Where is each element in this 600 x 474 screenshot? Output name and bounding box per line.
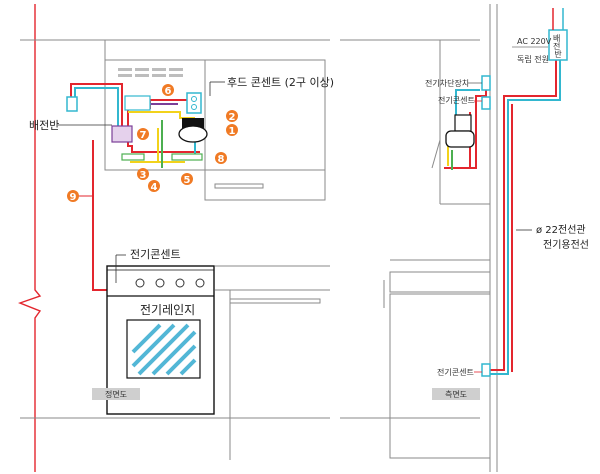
front-junction-box [111, 125, 133, 143]
hood-body [178, 125, 208, 143]
side-outlet-bottom-box [481, 363, 491, 377]
hood-outlet-socket-1 [191, 96, 197, 102]
side-hood-slant [431, 139, 441, 169]
outlet-bottom-label: 전기콘센트 [437, 367, 474, 377]
side-panel-box [548, 29, 568, 61]
breaker-label: 전기차단장치 [425, 78, 469, 88]
range-knob-2 [155, 278, 165, 288]
marker-7-text: 7 [140, 130, 147, 141]
marker-3-text: 3 [140, 170, 147, 181]
hood-outlet-label: 후드 콘센트 (2구 이상) [227, 76, 334, 89]
front-panel-label: 배전반 [29, 119, 59, 132]
side-caption: 측면도 [445, 389, 467, 399]
cabinet-handle [214, 183, 264, 189]
wall-break-line [18, 4, 42, 472]
hood-outlet-box [186, 92, 202, 114]
conduit-label: ø 22전선관 [536, 224, 586, 236]
marker-2-text: 2 [229, 112, 236, 123]
range-knob-3 [175, 278, 185, 288]
marker-1-text: 1 [229, 126, 236, 137]
marker-5-text: 5 [184, 175, 191, 186]
front-panel-box [66, 96, 78, 112]
range-label: 전기레인지 [140, 303, 195, 317]
range-knob-4 [195, 278, 205, 288]
side-panel-label: 배 전 반 [553, 34, 563, 59]
marker-9-text: 9 [70, 192, 77, 203]
marker-8: 8 [215, 152, 227, 165]
side-panel-char-3: 반 [554, 50, 562, 59]
side-outlet-top-box [481, 96, 491, 110]
range-outlet-label: 전기콘센트 [130, 248, 181, 261]
side-hood-body [445, 130, 475, 148]
marker-4-text: 4 [151, 182, 158, 193]
ac-label: AC 220V [517, 37, 552, 46]
side-hood-module [454, 114, 472, 132]
hood-vent-grille [118, 68, 183, 77]
marker-6: 6 [162, 84, 174, 97]
terminal-strip-left [121, 153, 145, 161]
marker-2: 2 [226, 110, 238, 123]
terminal-strip-right [171, 153, 203, 161]
marker-5: 5 [181, 173, 193, 186]
dedicated-label: 독립 전원 [517, 54, 549, 64]
side-view: 배 전 반 AC 220V 독립 전원 전기차단장치 전기콘센트 전기콘센트 ø… [340, 4, 589, 472]
marker-7: 7 [137, 128, 149, 141]
hood-outlet-socket-2 [191, 104, 197, 110]
side-caption-box [432, 388, 480, 400]
wire-label: 전기용전선 [543, 239, 589, 251]
side-range-box [389, 271, 491, 293]
range-oven-glass [131, 323, 197, 376]
front-caption: 정면도 [105, 389, 127, 399]
marker-6-text: 6 [165, 86, 172, 97]
side-breaker-box [481, 75, 491, 91]
marker-4: 4 [148, 180, 160, 193]
front-caption-box [92, 388, 140, 400]
marker-3: 3 [137, 168, 149, 181]
front-view: IH RANGE 정면도 [18, 4, 334, 472]
marker-8-text: 8 [218, 154, 225, 165]
lower-drawer [229, 298, 321, 304]
side-panel-char-2: 전 [553, 41, 560, 51]
marker-9: 9 [67, 190, 79, 203]
marker-1: 1 [226, 124, 238, 137]
range-knob-1 [135, 278, 145, 288]
switch-block [124, 95, 151, 111]
side-panel-char-1: 배 [553, 34, 560, 43]
outlet-top-label: 전기콘센트 [438, 95, 475, 105]
